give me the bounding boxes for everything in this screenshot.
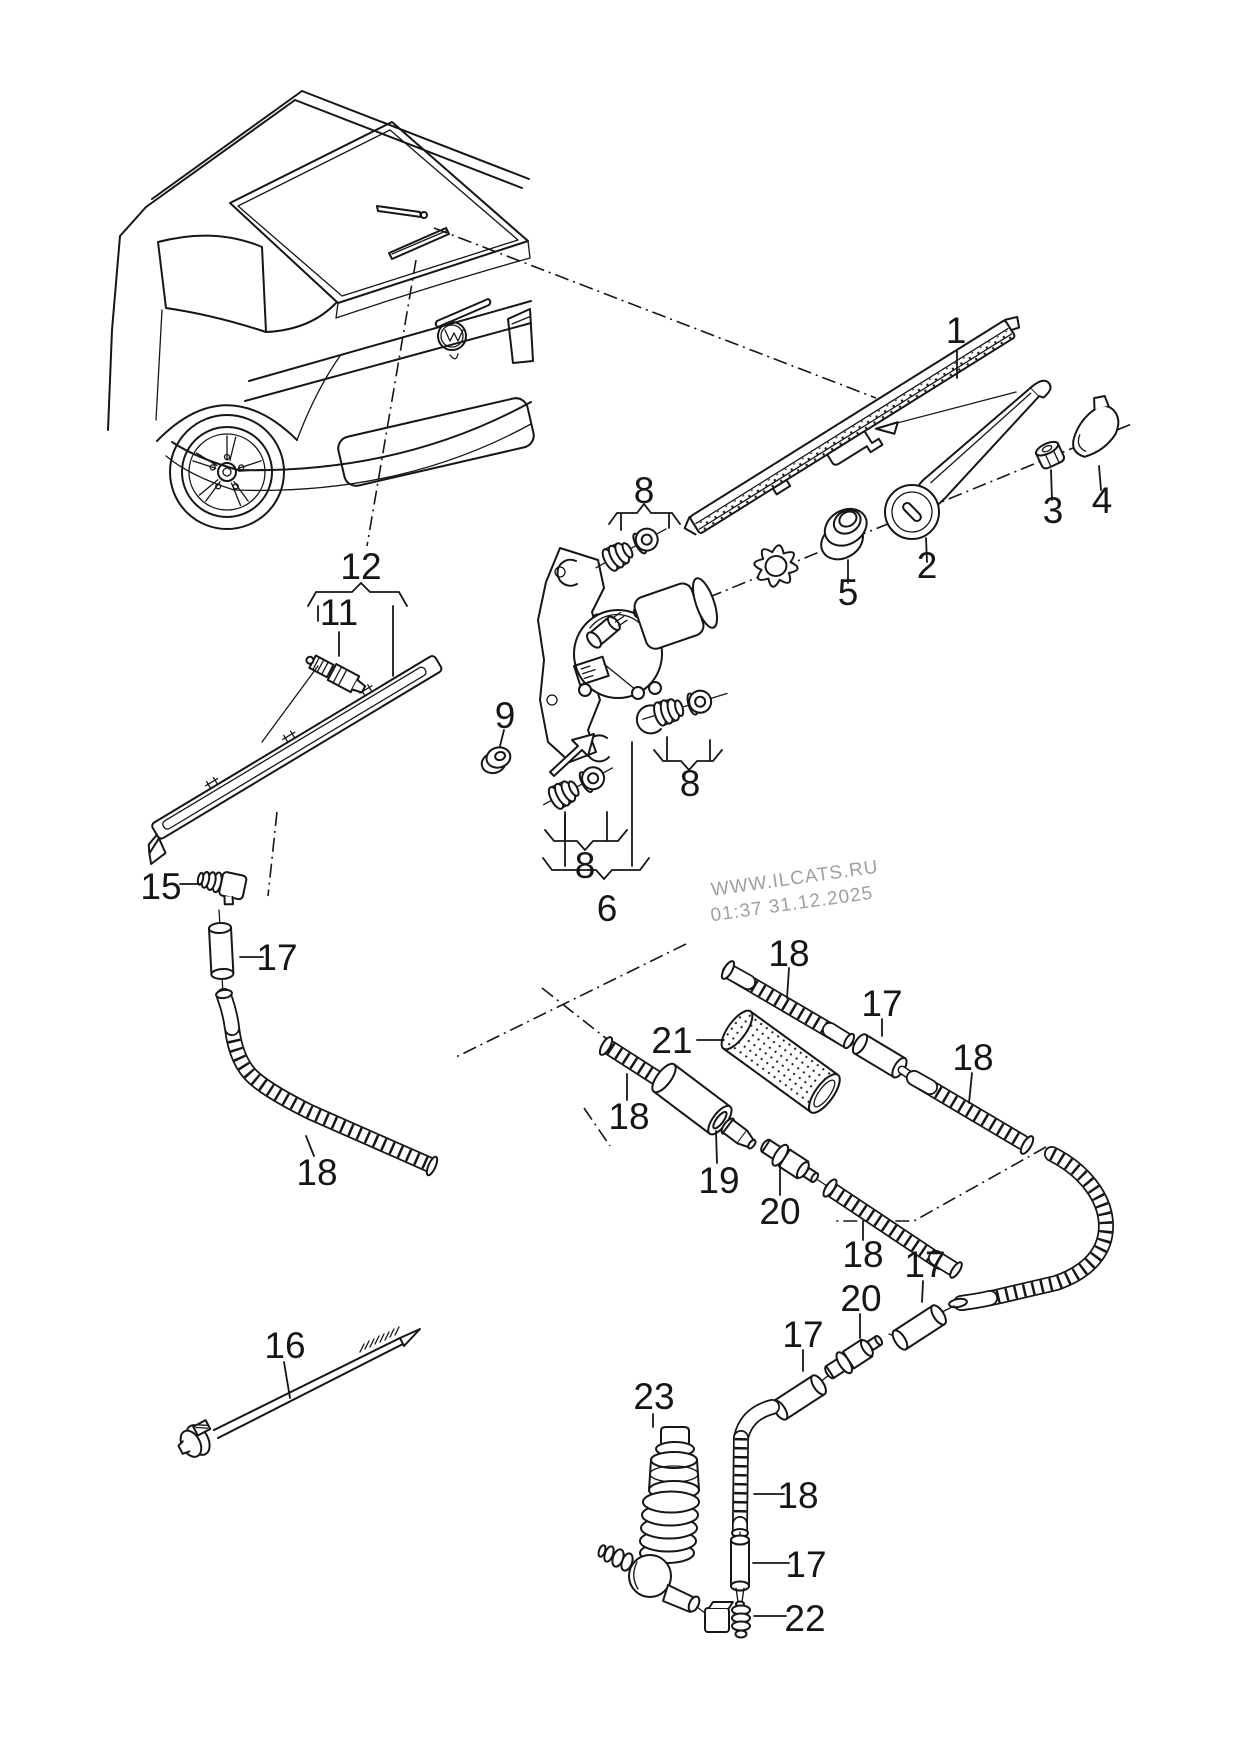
callout-p1: 1 xyxy=(946,310,967,351)
rear-wheel xyxy=(156,404,298,530)
car-wiper-mark xyxy=(376,205,422,218)
callout-p23: 23 xyxy=(633,1376,674,1417)
callout-p17-3: 17 xyxy=(904,1244,945,1285)
hose-18-u-bend xyxy=(948,1146,1114,1311)
callout-p17-1: 17 xyxy=(256,937,297,978)
callout-numbers: 1 2 3 4 5 6 8 8 8 9 11 12 15 17 18 16 18… xyxy=(140,310,1112,1639)
car-brakelight-mark xyxy=(388,227,450,260)
pivot-ring xyxy=(820,507,868,561)
wiper-motor-assembly xyxy=(537,547,719,763)
hose-18-vertical xyxy=(731,1399,780,1538)
callout-p18-6: 18 xyxy=(777,1475,818,1516)
callout-p3: 3 xyxy=(1043,490,1064,531)
callout-p5: 5 xyxy=(838,572,859,613)
hose-18-left xyxy=(215,988,439,1177)
callout-p19: 19 xyxy=(698,1160,739,1201)
callout-p18-5: 18 xyxy=(842,1234,883,1275)
hose-sleeve-17-lowright xyxy=(888,1301,950,1353)
leader-lines xyxy=(267,227,1135,1222)
callout-leaders xyxy=(179,349,1102,1617)
motor-nut xyxy=(480,746,512,775)
callout-p17-4: 17 xyxy=(782,1314,823,1355)
hose-sleeve-17-nozzle xyxy=(207,921,235,981)
callout-p20-1: 20 xyxy=(759,1191,800,1232)
callout-p4: 4 xyxy=(1092,480,1113,521)
callout-p18-1: 18 xyxy=(296,1152,337,1193)
callout-p8-3: 8 xyxy=(575,845,596,886)
callout-p22: 22 xyxy=(784,1598,825,1639)
elbow-connector-22 xyxy=(704,1601,751,1639)
callout-p20-2: 20 xyxy=(840,1278,881,1319)
vw-badge xyxy=(437,321,467,351)
hose-18-mid-right xyxy=(822,1178,963,1279)
brakelight-bulb xyxy=(305,654,367,694)
callout-p12: 12 xyxy=(340,546,381,587)
washer-filter xyxy=(720,1009,841,1114)
callout-p2: 2 xyxy=(917,545,938,586)
bushing-set-top xyxy=(595,522,667,574)
spline-grommet xyxy=(753,544,799,588)
brakelight-housing xyxy=(147,655,443,866)
callout-p17-5: 17 xyxy=(785,1544,826,1585)
wiper-arm xyxy=(877,379,1052,540)
wiper-cap xyxy=(1072,395,1120,458)
washer-pump xyxy=(597,1426,706,1614)
callout-p15: 15 xyxy=(140,866,181,907)
car-rear-illustration xyxy=(107,90,535,530)
valve-20-mid xyxy=(755,1133,825,1191)
callout-p18-3: 18 xyxy=(952,1037,993,1078)
callout-p8-2: 8 xyxy=(680,763,701,804)
callout-p17-2: 17 xyxy=(861,983,902,1024)
hose-18-top xyxy=(720,960,856,1050)
callout-p16: 16 xyxy=(264,1325,305,1366)
callout-p11: 11 xyxy=(320,592,358,633)
callout-p8-1: 8 xyxy=(634,470,655,511)
hose-sleeve-17-botmid xyxy=(768,1371,830,1423)
hose-sleeve-17-vertical xyxy=(730,1534,750,1592)
callout-p18-4: 18 xyxy=(608,1096,649,1137)
cable-tie xyxy=(177,1326,421,1458)
wiper-arm-nut xyxy=(1034,440,1065,470)
callout-p21: 21 xyxy=(651,1020,692,1061)
callout-p18-2: 18 xyxy=(768,933,809,974)
bushing-set-right xyxy=(642,686,728,728)
union-19 xyxy=(651,1062,757,1150)
bushing-set-bottom xyxy=(542,761,614,812)
hose-18-right xyxy=(897,1065,1035,1155)
wiper-blade xyxy=(683,315,1021,536)
washer-nozzle xyxy=(196,870,248,906)
callout-p9: 9 xyxy=(495,695,516,736)
valve-20-bottom xyxy=(819,1327,889,1385)
callout-p6: 6 xyxy=(597,888,618,929)
direction-arrow xyxy=(549,733,595,777)
watermark: WWW.ILCATS.RU 01:37 31.12.2025 xyxy=(709,857,880,927)
